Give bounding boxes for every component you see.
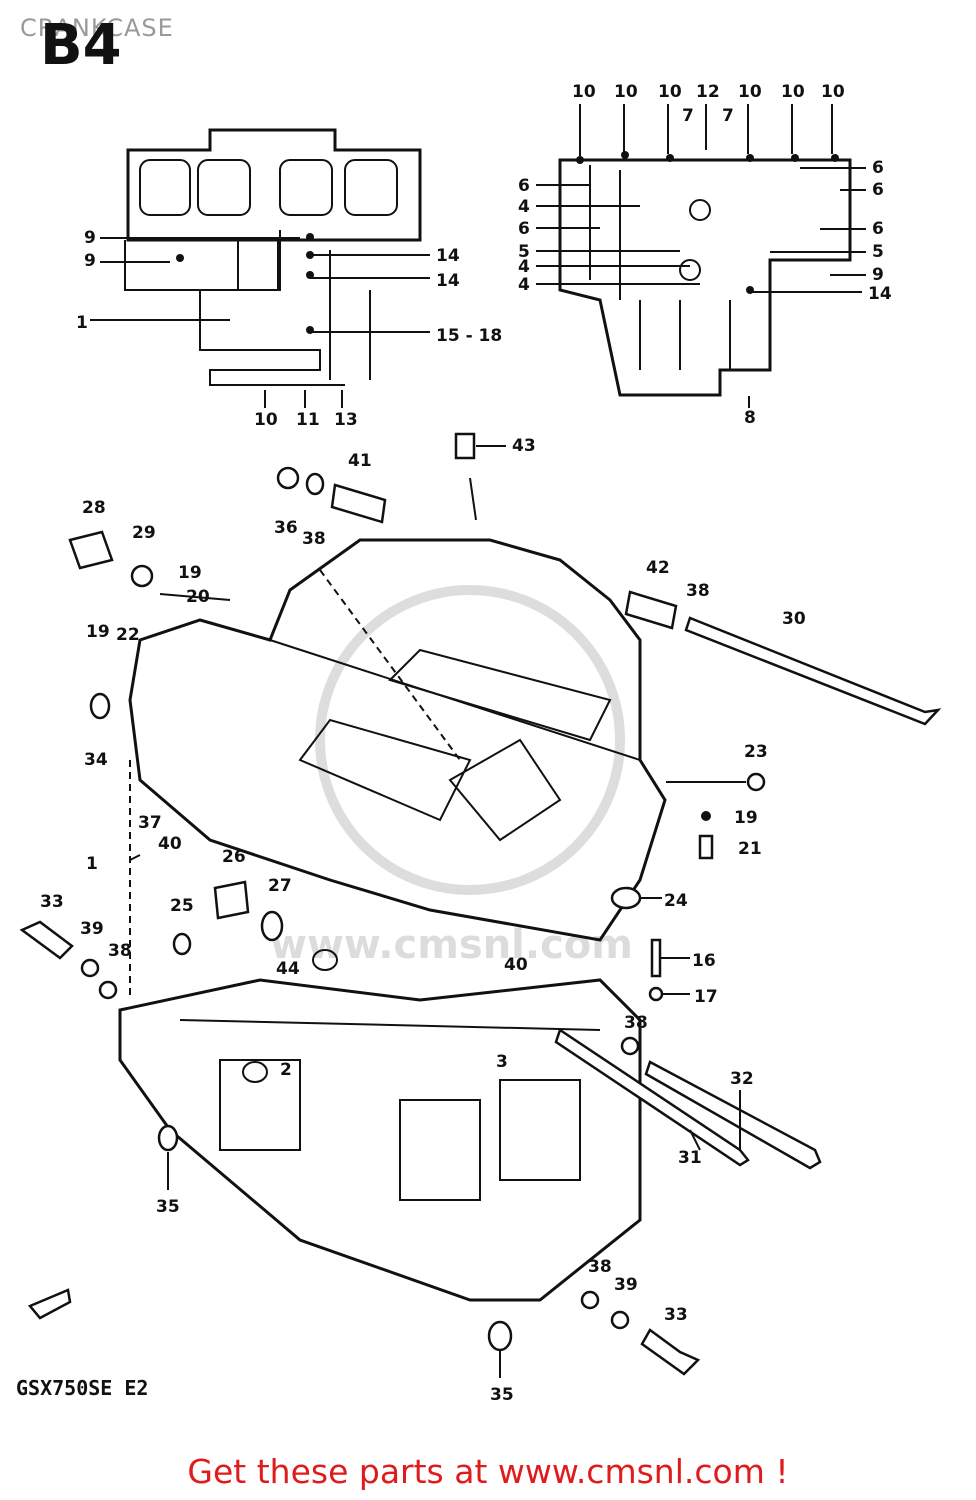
callout-label: 2 <box>280 1060 292 1080</box>
callout-label: 6 <box>872 180 884 200</box>
callout-label: 10 <box>781 82 805 102</box>
callout-label: 14 <box>436 246 460 266</box>
watermark-text: www.cmsnl.com <box>270 922 633 968</box>
callout-label: 8 <box>744 408 756 428</box>
callout-label: 10 <box>572 82 596 102</box>
callout-label: 41 <box>348 451 372 471</box>
callout-label: 33 <box>664 1305 688 1325</box>
callout-label: 6 <box>872 219 884 239</box>
callout-label: 9 <box>872 265 884 285</box>
callout-label: 10 <box>738 82 762 102</box>
callout-label: 7 <box>682 106 694 126</box>
callout-label: 14 <box>868 284 892 304</box>
callout-label: 38 <box>588 1257 612 1277</box>
callouts-main: 43 41 36 38 28 29 19 20 42 38 30 19 22 3… <box>40 436 806 1405</box>
callout-label: 5 <box>872 242 884 262</box>
callout-label: 21 <box>738 839 762 859</box>
callout-label: 35 <box>490 1385 514 1405</box>
callout-label: 19 <box>86 622 110 642</box>
group-code-logo: B4 <box>40 13 122 78</box>
watermark: www.cmsnl.com <box>270 585 633 968</box>
callout-label: 36 <box>274 518 298 538</box>
callout-label: 19 <box>734 808 758 828</box>
callout-label: 10 <box>658 82 682 102</box>
callout-label: 24 <box>664 891 688 911</box>
callout-label: 38 <box>108 941 132 961</box>
main-crankcase-view <box>19 432 942 1378</box>
callout-label: 29 <box>132 523 156 543</box>
callout-label: 13 <box>334 410 358 430</box>
callout-label: 14 <box>436 271 460 291</box>
callout-label: 38 <box>302 529 326 549</box>
callout-label: 5 <box>518 242 530 262</box>
callout-label: 30 <box>782 609 806 629</box>
callout-label: 10 <box>254 410 278 430</box>
callout-label: 40 <box>158 834 182 854</box>
callout-label: 15 - 18 <box>436 326 502 346</box>
callout-label: 6 <box>518 219 530 239</box>
callout-label: 19 <box>178 563 202 583</box>
callout-label: 38 <box>686 581 710 601</box>
model-code: GSX750SE E2 <box>16 1376 149 1400</box>
footer-link[interactable]: Get these parts at www.cmsnl.com ! <box>187 1452 789 1491</box>
callout-label: 40 <box>504 955 528 975</box>
callout-label: 26 <box>222 847 246 867</box>
callout-label: 10 <box>614 82 638 102</box>
callout-label: 25 <box>170 896 194 916</box>
callout-label: 27 <box>268 876 292 896</box>
page-title: CRANKCASE <box>20 14 174 42</box>
callout-label: 4 <box>518 197 530 217</box>
callout-label: 20 <box>186 587 210 607</box>
callout-label: 39 <box>614 1275 638 1295</box>
callout-label: 38 <box>624 1013 648 1033</box>
upper-right-bottom-view <box>558 151 852 397</box>
callout-label: 4 <box>518 257 530 277</box>
upper-left-top-view <box>124 128 422 386</box>
callouts-upper-left: 9 9 1 10 11 13 14 14 15 - 18 <box>76 228 502 430</box>
callout-label: 1 <box>76 313 88 333</box>
callout-label: 23 <box>744 742 768 762</box>
callout-label: 35 <box>156 1197 180 1217</box>
callout-label: 32 <box>730 1069 754 1089</box>
callout-label: 43 <box>512 436 536 456</box>
callout-label: 6 <box>518 176 530 196</box>
callout-label: 16 <box>692 951 716 971</box>
callout-label: 12 <box>696 82 720 102</box>
callout-label: 3 <box>496 1052 508 1072</box>
callout-label: 28 <box>82 498 106 518</box>
callout-label: 33 <box>40 892 64 912</box>
callout-label: 34 <box>84 750 108 770</box>
callouts-upper-right: 10 10 10 12 10 10 10 7 7 6 4 6 5 4 4 6 6… <box>518 82 892 428</box>
callout-label: 9 <box>84 228 96 248</box>
callout-label: 4 <box>518 275 530 295</box>
callout-label: 31 <box>678 1148 702 1168</box>
callout-label: 44 <box>276 959 300 979</box>
callout-label: 1 <box>86 854 98 874</box>
callout-label: 39 <box>80 919 104 939</box>
callout-label: 11 <box>296 410 320 430</box>
callout-label: 17 <box>694 987 718 1007</box>
callout-label: 22 <box>116 625 140 645</box>
callout-label: 6 <box>872 158 884 178</box>
callout-label: 9 <box>84 251 96 271</box>
callout-label: 42 <box>646 558 670 578</box>
callout-label: 7 <box>722 106 734 126</box>
callout-label: 37 <box>138 813 162 833</box>
group-code-text: B4 <box>40 13 122 78</box>
callout-label: 10 <box>821 82 845 102</box>
